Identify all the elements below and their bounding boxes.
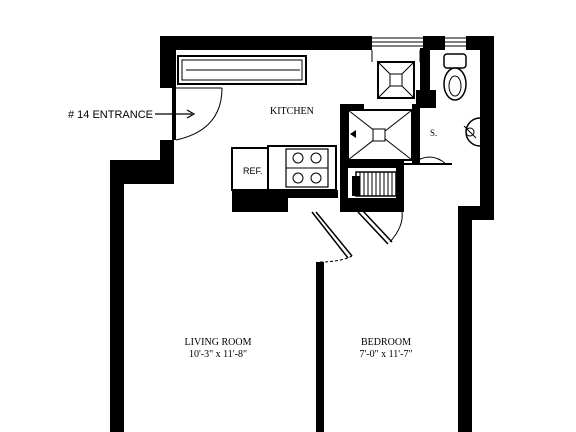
entrance-jamb	[160, 140, 174, 164]
left-exterior-wall	[110, 160, 124, 432]
bedroom-dimensions: 7'-0" x 11'-7"	[359, 349, 412, 360]
refrigerator-label: REF.	[243, 166, 263, 176]
shower-head-icon	[350, 130, 356, 138]
shower-upper	[371, 50, 421, 99]
living-bedroom-partition	[316, 262, 324, 432]
bath-s-label: S.	[430, 128, 437, 138]
sink-drain-icon	[465, 127, 475, 137]
entrance-door	[155, 87, 223, 141]
bath-partition-top	[420, 48, 430, 104]
drain-icon	[372, 128, 386, 142]
living-room-label: LIVING ROOM	[185, 337, 252, 348]
bath-west-wall	[340, 104, 348, 212]
drain-icon	[389, 73, 403, 87]
top-wall	[160, 36, 372, 50]
bath-north-stub	[340, 104, 364, 110]
walls	[110, 36, 494, 432]
living-room-door	[311, 211, 353, 263]
shower-lower	[347, 109, 413, 161]
bath-sink	[463, 117, 481, 147]
bath-inner-wall	[412, 104, 420, 164]
right-upper-wall	[480, 36, 494, 220]
burner-icon	[292, 172, 304, 184]
living-room-dimensions: 10'-3" x 11'-8"	[189, 349, 247, 360]
bedroom-door	[357, 209, 403, 245]
upper-cabinet	[177, 55, 307, 85]
burner-icon	[310, 152, 322, 164]
closet	[352, 171, 397, 197]
burner-icon	[292, 152, 304, 164]
right-exterior-wall	[458, 206, 472, 432]
entrance-label: # 14 ENTRANCE	[68, 109, 153, 121]
closet-east-wall	[396, 160, 404, 212]
arrow-head-icon	[186, 109, 196, 119]
stove	[267, 145, 337, 191]
burner-icon	[310, 172, 322, 184]
counter-base	[232, 190, 288, 212]
closet-south-wall	[348, 198, 402, 212]
windows	[372, 37, 466, 47]
top-wall-right-segment	[423, 36, 445, 50]
kitchen-label: KITCHEN	[270, 106, 314, 117]
bath-partition-corner	[416, 90, 436, 108]
toilet	[443, 53, 467, 101]
refrigerator	[231, 147, 269, 191]
bath-door	[404, 156, 452, 165]
bath-south-wall	[348, 160, 396, 168]
counter-base-edge	[288, 190, 338, 198]
bedroom-label: BEDROOM	[361, 337, 411, 348]
left-upper-wall	[160, 36, 176, 88]
